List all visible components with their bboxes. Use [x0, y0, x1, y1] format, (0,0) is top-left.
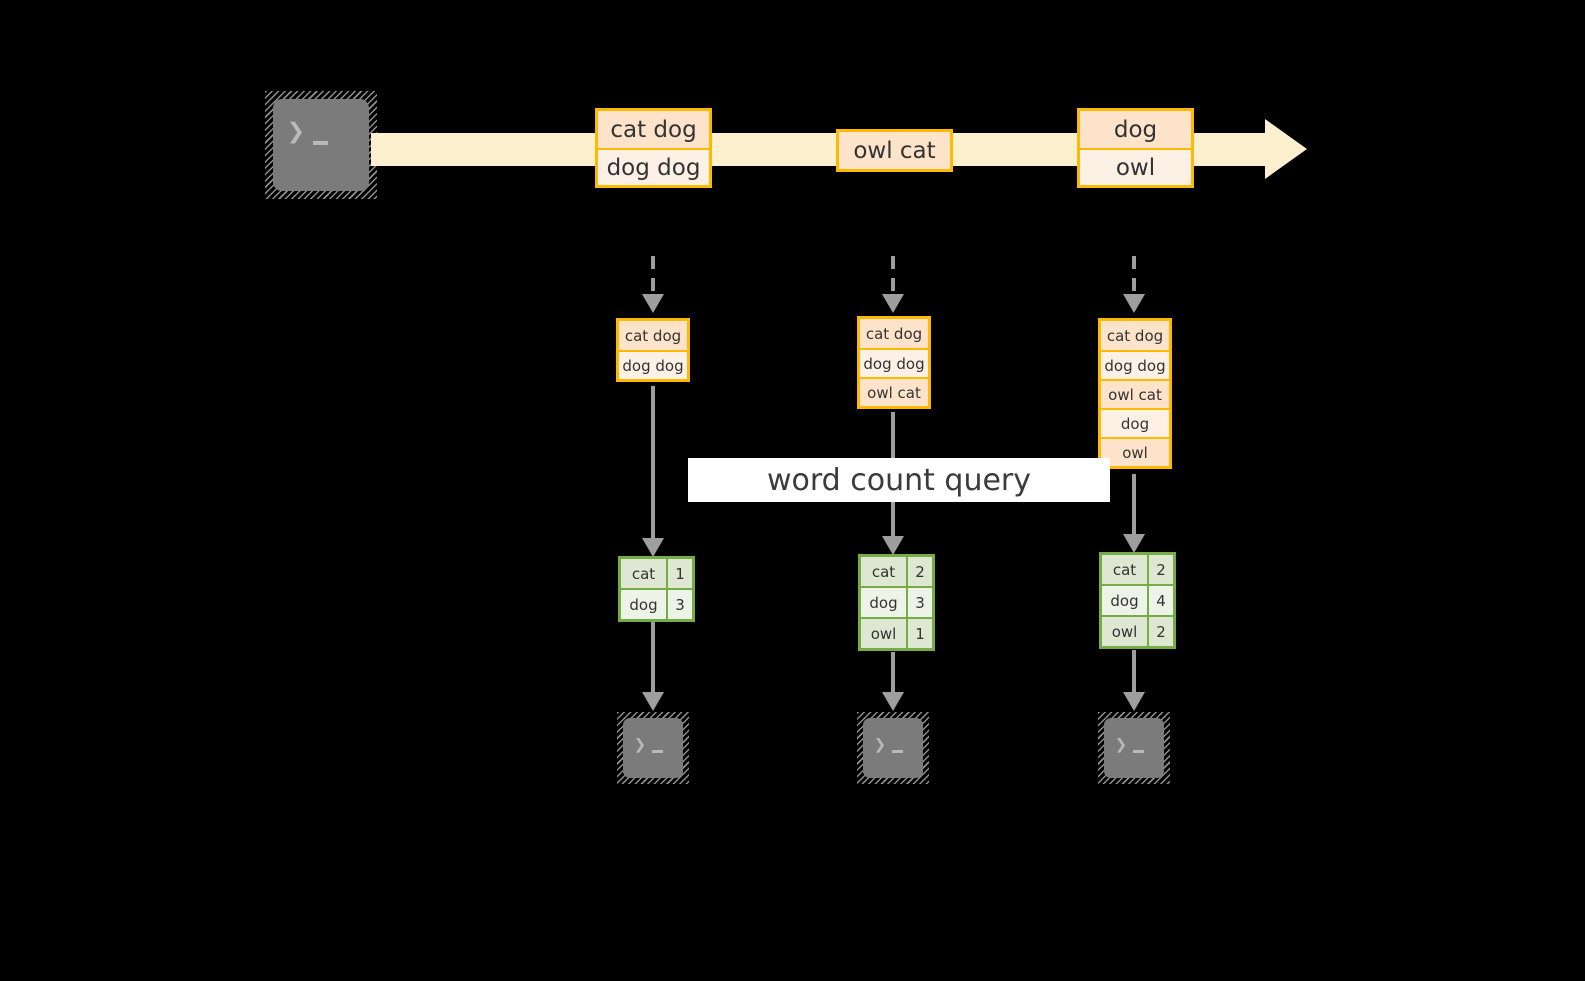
snapshot-box-2: cat dog dog dog owl cat — [857, 316, 931, 409]
snapshot-to-result-line-1 — [651, 386, 655, 540]
terminal-body — [273, 99, 369, 191]
terminal-body — [1104, 718, 1164, 778]
snapshot-event: cat dog — [619, 321, 687, 350]
sink-terminal-icon-1: ❯ — [617, 712, 689, 784]
snapshot-event: cat dog — [1101, 321, 1169, 350]
snapshot-event: cat dog — [860, 319, 928, 348]
stream-to-snapshot-arrowhead-1 — [642, 294, 664, 313]
terminal-cursor-icon — [892, 750, 903, 753]
query-label: word count query — [688, 458, 1110, 502]
result-table-2: cat 2 dog 3 owl 1 — [858, 554, 935, 651]
result-word: cat — [621, 559, 666, 588]
stream-to-snapshot-dashed-line-2 — [891, 256, 895, 296]
snapshot-event: dog dog — [860, 348, 928, 377]
result-word: owl — [1102, 617, 1147, 646]
result-word: dog — [1102, 586, 1147, 615]
stream-event: owl cat — [839, 132, 950, 169]
result-to-sink-line-3 — [1132, 650, 1136, 694]
snapshot-event: owl — [1101, 437, 1169, 466]
result-count: 3 — [666, 590, 692, 619]
snapshot-to-result-arrowhead-2 — [882, 536, 904, 555]
snapshot-to-result-arrowhead-3 — [1123, 534, 1145, 553]
snapshot-event: dog dog — [1101, 350, 1169, 379]
result-word: cat — [1102, 555, 1147, 584]
snapshot-event: dog dog — [619, 350, 687, 379]
result-row: dog 3 — [861, 586, 932, 617]
result-to-sink-line-1 — [651, 622, 655, 694]
stream-to-snapshot-arrowhead-2 — [882, 294, 904, 313]
result-row: cat 2 — [1102, 555, 1173, 584]
terminal-cursor-icon — [313, 141, 328, 145]
terminal-prompt-chevron: ❯ — [634, 732, 647, 756]
stream-event-group-3: dog owl — [1077, 108, 1194, 188]
terminal-prompt-chevron: ❯ — [874, 732, 887, 756]
result-row: owl 1 — [861, 617, 932, 648]
stream-event: dog dog — [598, 148, 709, 185]
terminal-cursor-icon — [652, 750, 663, 753]
stream-event-group-1: cat dog dog dog — [595, 108, 712, 188]
result-count: 1 — [906, 619, 932, 648]
stream-arrow-head — [1265, 119, 1307, 179]
stream-to-snapshot-dashed-line-1 — [651, 256, 655, 296]
stream-event: owl — [1080, 148, 1191, 185]
result-word: dog — [861, 588, 906, 617]
result-count: 4 — [1147, 586, 1173, 615]
result-count: 3 — [906, 588, 932, 617]
snapshot-box-3: cat dog dog dog owl cat dog owl — [1098, 318, 1172, 469]
terminal-prompt-chevron: ❯ — [287, 114, 306, 149]
result-row: dog 3 — [621, 588, 692, 619]
result-table-3: cat 2 dog 4 owl 2 — [1099, 552, 1176, 649]
result-to-sink-arrowhead-2 — [882, 692, 904, 711]
result-word: owl — [861, 619, 906, 648]
result-to-sink-line-2 — [891, 652, 895, 694]
snapshot-box-1: cat dog dog dog — [616, 318, 690, 382]
result-count: 2 — [1147, 617, 1173, 646]
result-word: cat — [861, 557, 906, 586]
result-row: cat 1 — [621, 559, 692, 588]
stream-event: cat dog — [598, 111, 709, 148]
stream-event-group-2: owl cat — [836, 129, 953, 172]
snapshot-event: owl cat — [860, 377, 928, 406]
result-row: dog 4 — [1102, 584, 1173, 615]
result-to-sink-arrowhead-1 — [642, 692, 664, 711]
terminal-body — [623, 718, 683, 778]
result-to-sink-arrowhead-3 — [1123, 692, 1145, 711]
terminal-body — [863, 718, 923, 778]
sink-terminal-icon-3: ❯ — [1098, 712, 1170, 784]
terminal-prompt-chevron: ❯ — [1115, 732, 1128, 756]
result-count: 1 — [666, 559, 692, 588]
snapshot-event: owl cat — [1101, 379, 1169, 408]
snapshot-event: dog — [1101, 408, 1169, 437]
result-word: dog — [621, 590, 666, 619]
stream-to-snapshot-dashed-line-3 — [1132, 256, 1136, 296]
result-count: 2 — [906, 557, 932, 586]
source-terminal-icon: ❯ — [265, 91, 377, 199]
stream-to-snapshot-arrowhead-3 — [1123, 294, 1145, 313]
terminal-cursor-icon — [1133, 750, 1144, 753]
result-row: cat 2 — [861, 557, 932, 586]
result-count: 2 — [1147, 555, 1173, 584]
result-row: owl 2 — [1102, 615, 1173, 646]
stream-event: dog — [1080, 111, 1191, 148]
snapshot-to-result-line-3 — [1132, 474, 1136, 536]
result-table-1: cat 1 dog 3 — [618, 556, 695, 622]
snapshot-to-result-arrowhead-1 — [642, 538, 664, 557]
sink-terminal-icon-2: ❯ — [857, 712, 929, 784]
